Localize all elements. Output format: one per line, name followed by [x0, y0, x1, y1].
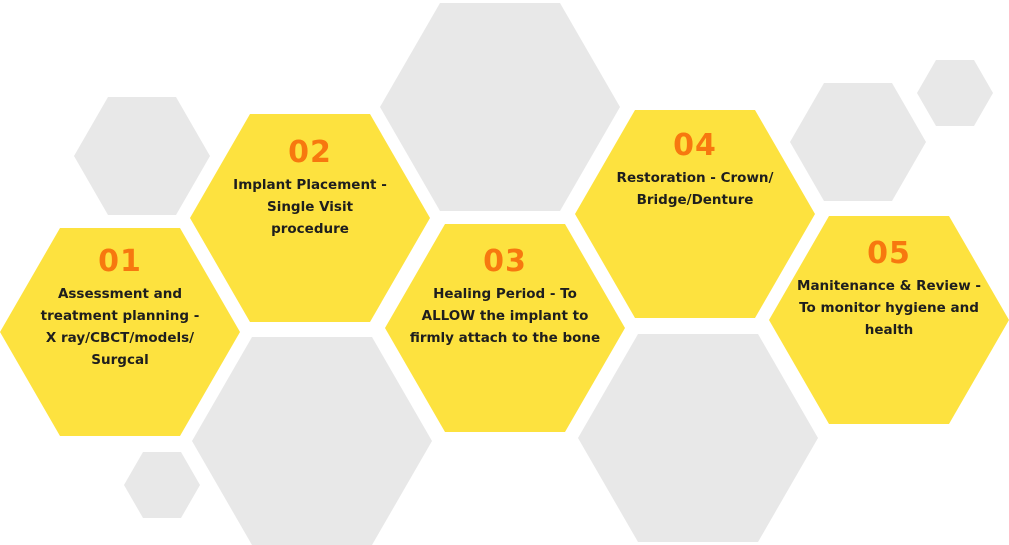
- step-line: Implant Placement -: [233, 177, 387, 193]
- decor-hexagon: [917, 60, 993, 126]
- step-line: Restoration - Crown/: [616, 170, 774, 186]
- step-line: firmly attach to the bone: [409, 330, 601, 346]
- step-line: Manitenance & Review -: [797, 278, 981, 294]
- step-03: 03 Healing Period - To ALLOW the implant…: [385, 245, 625, 349]
- decor-hexagon: [192, 337, 432, 545]
- step-number: 03: [483, 244, 527, 279]
- step-hexagon: [0, 228, 240, 436]
- decor-hexagon: [74, 97, 210, 215]
- step-line: Bridge/Denture: [636, 192, 754, 208]
- step-description: Restoration - Crown/ Bridge/Denture: [575, 167, 815, 211]
- step-line: X ray/CBCT/models/: [45, 330, 195, 346]
- step-line: treatment planning -: [40, 308, 200, 324]
- decor-hexagon: [790, 83, 926, 201]
- step-line: procedure: [271, 221, 349, 237]
- step-line: Healing Period - To: [433, 286, 577, 302]
- step-description: Healing Period - To ALLOW the implant to…: [385, 283, 625, 349]
- step-line: Surgcal: [91, 352, 149, 368]
- step-number: 01: [98, 244, 142, 279]
- step-line: Single Visit: [266, 199, 354, 215]
- step-02: 02 Implant Placement - Single Visit proc…: [190, 136, 430, 240]
- step-description: Assessment and treatment planning - X ra…: [0, 283, 240, 371]
- step-description: Implant Placement - Single Visit procedu…: [190, 174, 430, 240]
- decor-hexagon: [578, 334, 818, 542]
- step-line: ALLOW the implant to: [421, 308, 589, 324]
- step-number: 04: [673, 128, 717, 163]
- decor-hexagon: [380, 3, 620, 211]
- step-number: 02: [288, 135, 332, 170]
- step-line: To monitor hygiene and: [799, 300, 979, 316]
- step-hexagon: [190, 114, 430, 322]
- step-hexagon: [769, 216, 1009, 424]
- step-line: Assessment and: [57, 286, 183, 302]
- step-04: 04 Restoration - Crown/ Bridge/Denture: [575, 129, 815, 211]
- step-description: Manitenance & Review - To monitor hygien…: [769, 275, 1009, 341]
- decor-hexagon: [124, 452, 200, 518]
- step-line: health: [864, 322, 914, 338]
- step-hexagon: [575, 110, 815, 318]
- step-01: 01 Assessment and treatment planning - X…: [0, 245, 240, 371]
- step-number: 05: [867, 236, 911, 271]
- step-hexagon: [385, 224, 625, 432]
- step-05: 05 Manitenance & Review - To monitor hyg…: [769, 237, 1009, 341]
